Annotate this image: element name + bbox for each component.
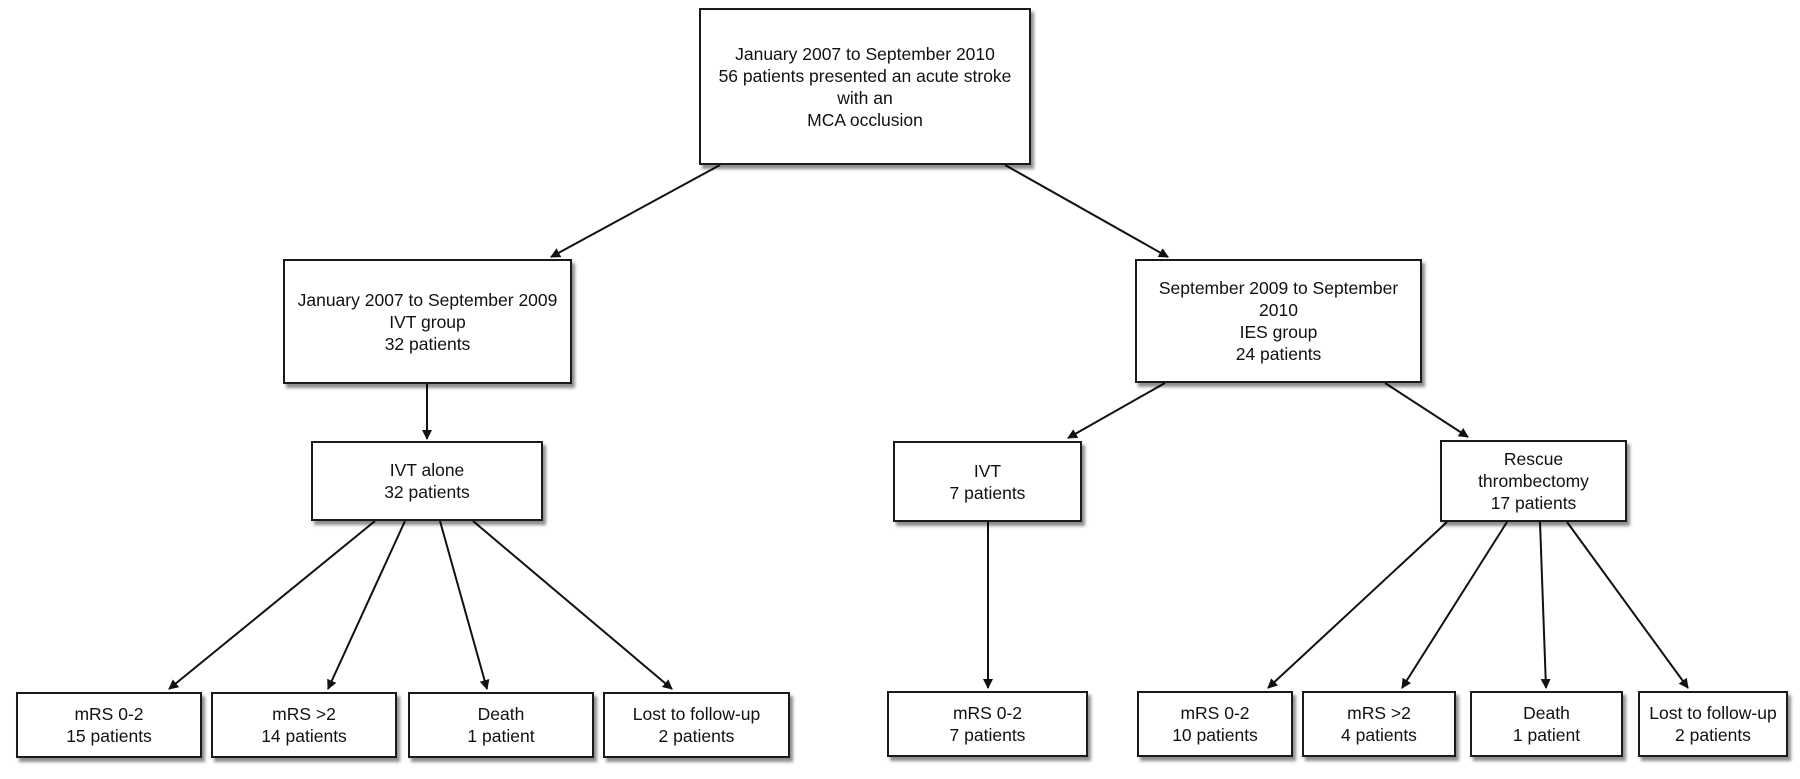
node-text: 17 patients — [1490, 493, 1577, 513]
node-outcome-rescue-mrs-gt-2: mRS >2 4 patients — [1302, 691, 1456, 757]
node-outcome-ivt-alone-mrs-gt-2: mRS >2 14 patients — [211, 692, 397, 758]
node-all-patients: January 2007 to September 2010 56 patien… — [699, 8, 1031, 165]
arrow-ivt-alone-to-mrs2 — [327, 520, 406, 690]
node-outcome-rescue-lost: Lost to follow-up 2 patients — [1638, 691, 1788, 757]
node-text: mRS 0-2 — [74, 704, 144, 724]
arrow-ivt-alone-to-death — [439, 520, 490, 690]
node-outcome-ivt-alone-mrs-0-2: mRS 0-2 15 patients — [16, 692, 202, 758]
node-text: Rescue — [1503, 449, 1564, 469]
node-text: 24 patients — [1235, 344, 1322, 364]
node-text: January 2007 to September 2009 — [297, 289, 558, 310]
node-text: IVT group — [389, 311, 466, 332]
node-outcome-rescue-death: Death 1 patient — [1470, 691, 1623, 757]
node-ivt-alone: IVT alone 32 patients — [311, 441, 543, 521]
node-outcome-ivt-alone-lost: Lost to follow-up 2 patients — [603, 692, 790, 758]
arrow-ivt-alone-to-mrs02 — [168, 520, 376, 690]
node-text: mRS 0-2 — [952, 703, 1023, 723]
node-ies-group: September 2009 to September 2010 IES gro… — [1135, 259, 1422, 383]
node-text: January 2007 to September 2010 — [735, 43, 995, 64]
arrow-rescue-to-mrs02 — [1267, 521, 1448, 689]
arrow-ies-group-to-rescue — [1384, 382, 1469, 438]
node-text: Lost to follow-up — [632, 704, 761, 724]
node-text: September 2009 to September — [1158, 278, 1399, 298]
node-text: IES group — [1239, 322, 1318, 342]
node-text: 32 patients — [384, 482, 470, 502]
node-text: MCA occlusion — [807, 109, 923, 130]
node-text: IVT — [973, 460, 1002, 481]
node-text: 1 patient — [467, 726, 535, 746]
node-text: mRS >2 — [272, 704, 336, 724]
arrow-rescue-to-lost — [1566, 521, 1689, 689]
node-outcome-rescue-mrs-0-2: mRS 0-2 10 patients — [1137, 691, 1293, 757]
node-text: 32 patients — [384, 333, 471, 354]
arrow-ivt-alone-to-lost — [472, 520, 673, 690]
node-text: Lost to follow-up — [1649, 703, 1777, 723]
node-text: 2010 — [1259, 300, 1298, 320]
node-text: 2 patients — [658, 726, 735, 746]
node-text: 56 patients presented an acute stroke — [718, 65, 1012, 86]
node-outcome-ivt-mrs-0-2: mRS 0-2 7 patients — [887, 691, 1088, 757]
node-text: 1 patient — [1512, 725, 1581, 745]
arrow-rescue-to-mrs2 — [1401, 521, 1508, 689]
arrow-root-to-ies-group — [1004, 164, 1169, 258]
node-rescue-thrombectomy: Rescue thrombectomy 17 patients — [1440, 440, 1627, 522]
node-ivt: IVT 7 patients — [893, 441, 1082, 522]
node-outcome-ivt-alone-death: Death 1 patient — [408, 692, 594, 758]
node-text: 14 patients — [261, 726, 347, 746]
node-text: 4 patients — [1341, 725, 1417, 745]
node-text: 2 patients — [1675, 725, 1751, 745]
node-text: 15 patients — [66, 726, 152, 746]
node-text: 10 patients — [1172, 725, 1258, 745]
node-text: with an — [837, 87, 893, 108]
node-text: mRS 0-2 — [1180, 703, 1250, 723]
node-text: 7 patients — [949, 482, 1026, 503]
node-text: 7 patients — [949, 725, 1026, 745]
node-text: mRS >2 — [1347, 703, 1411, 723]
node-ivt-group: January 2007 to September 2009 IVT group… — [283, 259, 572, 384]
arrow-rescue-to-death — [1539, 521, 1551, 689]
node-text: Death — [477, 704, 525, 724]
node-text: IVT alone — [389, 460, 465, 480]
arrow-root-to-ivt-group — [550, 164, 721, 258]
node-text: thrombectomy — [1478, 471, 1589, 491]
node-text: Death — [1523, 703, 1570, 723]
arrow-ies-group-to-ivt — [1067, 382, 1166, 439]
